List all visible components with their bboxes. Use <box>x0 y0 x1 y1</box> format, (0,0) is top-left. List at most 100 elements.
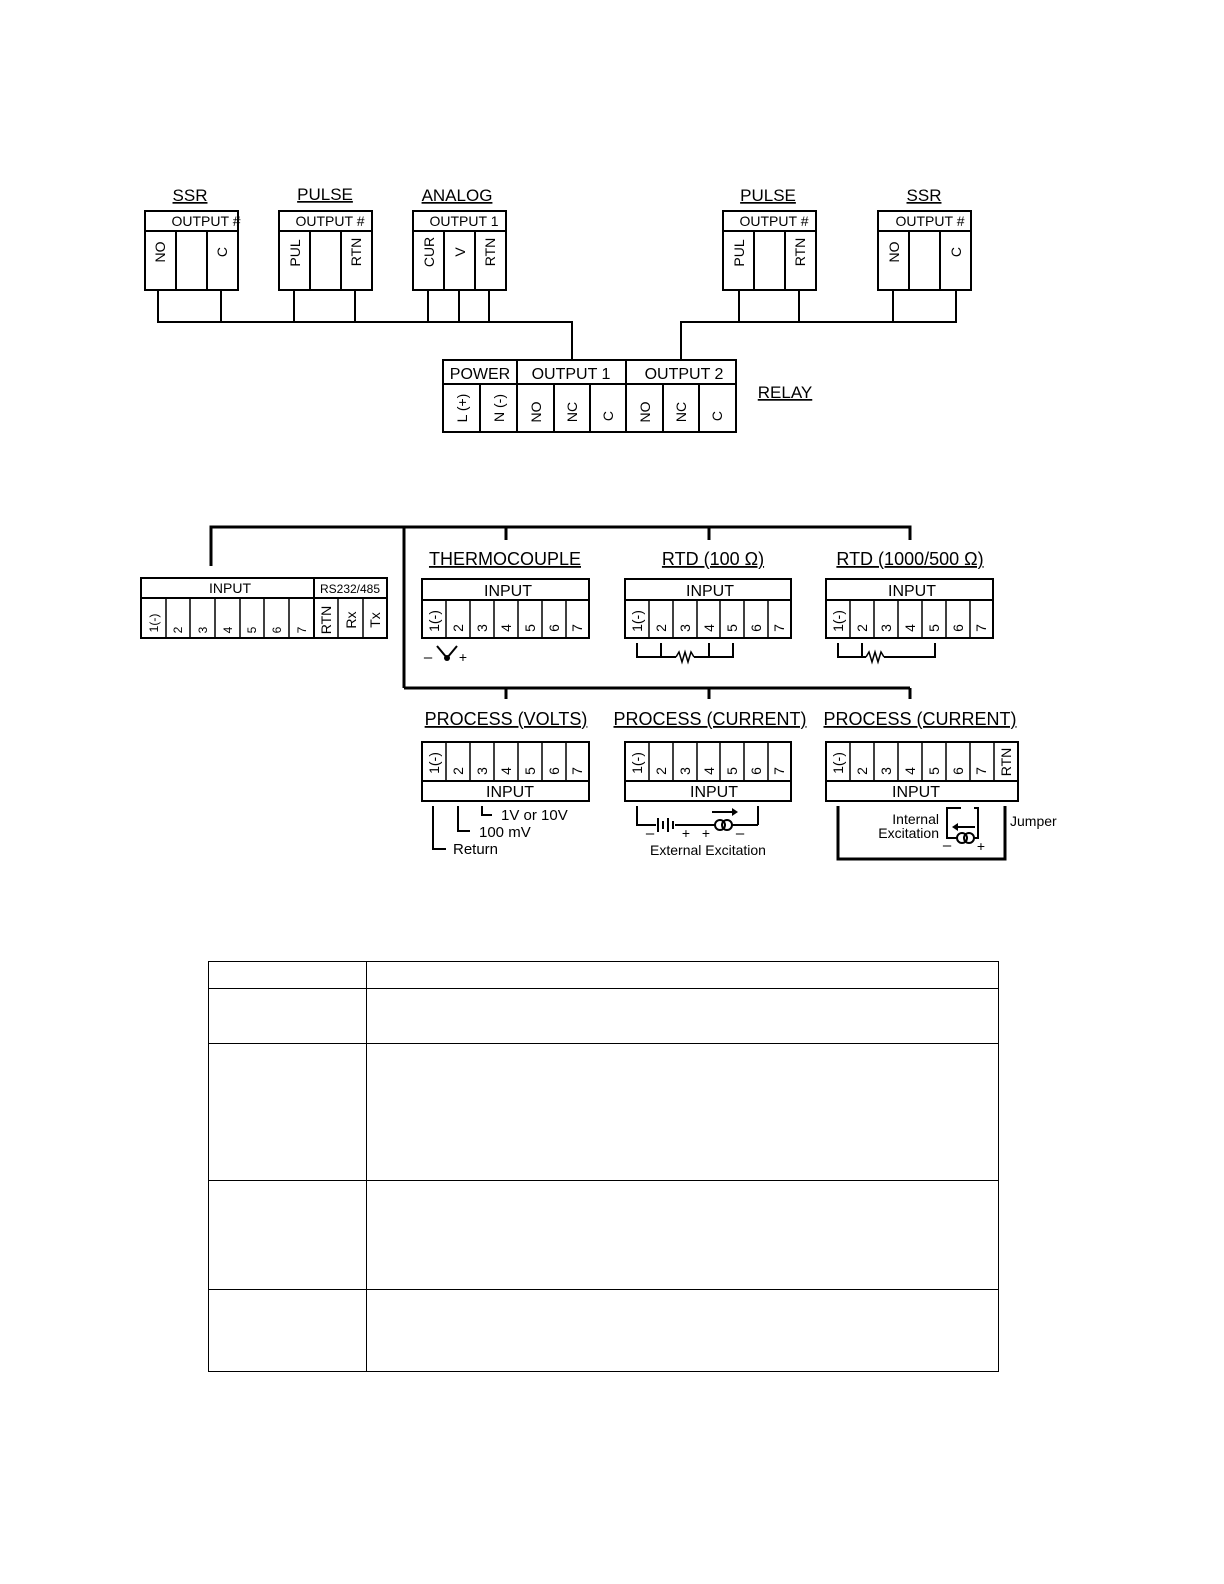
terminal-label: 6 <box>748 767 764 775</box>
terminal-label: NO <box>152 241 168 262</box>
pulse-box-label: OUTPUT # <box>740 213 809 229</box>
terminal-label: 1(-) <box>426 610 442 632</box>
table-cell <box>208 1043 367 1181</box>
rtd-resistor-icon <box>636 643 734 665</box>
pulse-box-label: OUTPUT # <box>296 213 365 229</box>
terminal-label: PUL <box>731 239 747 266</box>
terminal-label: NO <box>637 401 653 422</box>
output1-label: OUTPUT 1 <box>532 366 611 383</box>
ssr-output-right: SSR OUTPUT # NO C <box>877 186 972 291</box>
table-row <box>208 1289 999 1372</box>
input-label: INPUT <box>209 580 251 596</box>
terminal-label: L (+) <box>454 394 470 423</box>
process-volts-heading: PROCESS (VOLTS) <box>425 709 588 729</box>
excitation-label: Excitation <box>878 825 939 841</box>
table-row <box>208 1043 999 1181</box>
thermocouple-heading: THERMOCOUPLE <box>429 549 581 569</box>
plus-sign: + <box>702 825 710 841</box>
terminal-label: 4 <box>221 626 235 633</box>
terminal-label: RTN <box>482 238 498 267</box>
note-100mv: 100 mV <box>479 824 531 841</box>
terminal-label: C <box>948 247 964 257</box>
rtd1000-heading: RTD (1000/500 Ω) <box>836 549 983 569</box>
terminal-label: RTN <box>792 238 808 267</box>
terminal-label: 7 <box>973 624 989 632</box>
terminal-label: 2 <box>653 767 669 775</box>
rtd-100-block: RTD (100 Ω) INPUT 1(-) 2 3 4 5 6 7 <box>624 549 792 665</box>
terminal-label: 3 <box>196 626 210 633</box>
output-wires <box>157 290 957 360</box>
terminal-label: RTN <box>318 606 334 635</box>
input-label: INPUT <box>486 784 534 801</box>
terminal-label: 5 <box>724 767 740 775</box>
pulse-output-right: PULSE OUTPUT # PUL RTN <box>722 186 817 291</box>
terminal-label: 4 <box>498 624 514 632</box>
terminal-label: 5 <box>724 624 740 632</box>
table-cell <box>208 961 367 989</box>
terminal-label: 2 <box>653 624 669 632</box>
terminal-label: V <box>452 247 468 257</box>
input-label: INPUT <box>892 784 940 801</box>
table-cell <box>208 1180 367 1290</box>
table-row <box>208 988 999 1044</box>
table-cell <box>366 1043 999 1181</box>
terminal-label: C <box>214 247 230 257</box>
terminal-label: 4 <box>498 767 514 775</box>
terminal-label: PUL <box>287 239 303 266</box>
terminal-label: 6 <box>546 767 562 775</box>
plus-sign: + <box>977 838 985 854</box>
terminal-label: 5 <box>522 767 538 775</box>
process-current-heading: PROCESS (CURRENT) <box>613 709 806 729</box>
terminal-label: 2 <box>854 767 870 775</box>
terminal-label: NC <box>673 402 689 422</box>
terminal-label: C <box>709 411 725 421</box>
process-volts-block: PROCESS (VOLTS) INPUT 1(-) 2 3 4 5 6 7 1… <box>421 709 590 858</box>
terminal-label: 6 <box>546 624 562 632</box>
process-current-external-block: PROCESS (CURRENT) INPUT 1(-) 2 3 4 5 6 7 <box>613 709 806 858</box>
external-excitation-circuit-icon <box>636 806 759 832</box>
terminal-label: C <box>600 411 616 421</box>
terminal-label: 7 <box>295 626 309 633</box>
terminal-label: 6 <box>748 624 764 632</box>
analog-box-label: OUTPUT 1 <box>430 213 499 229</box>
terminal-label: 7 <box>771 767 787 775</box>
ssr-output-left: SSR OUTPUT # NO C <box>144 186 241 291</box>
minus-sign: – <box>424 649 433 666</box>
pulse-heading: PULSE <box>297 185 353 204</box>
rtd100-heading: RTD (100 Ω) <box>662 549 764 569</box>
ssr-heading: SSR <box>173 186 208 205</box>
process-current-internal-block: PROCESS (CURRENT) INPUT 1(-) 2 3 4 5 6 7… <box>823 709 1057 861</box>
note-return: Return <box>453 841 498 858</box>
terminal-label: 6 <box>270 626 284 633</box>
terminal-label: 3 <box>474 767 490 775</box>
terminal-label: 4 <box>902 767 918 775</box>
table-cell <box>366 961 999 989</box>
output2-label: OUTPUT 2 <box>645 366 724 383</box>
rtd-1000-block: RTD (1000/500 Ω) INPUT 1(-) 2 3 4 5 6 7 <box>825 549 994 665</box>
input-label: INPUT <box>888 583 936 600</box>
relay-label: RELAY <box>758 383 813 402</box>
terminal-label: NC <box>564 402 580 422</box>
terminal-label: CUR <box>421 237 437 267</box>
minus-sign: – <box>943 837 952 854</box>
terminal-label: 5 <box>926 624 942 632</box>
terminal-label: 7 <box>771 624 787 632</box>
terminal-label: 1(-) <box>629 610 645 632</box>
terminal-label: 1(-) <box>629 752 645 774</box>
terminal-label: N (-) <box>491 394 507 422</box>
terminal-label: 2 <box>450 767 466 775</box>
ssr-heading: SSR <box>907 186 942 205</box>
terminal-label: 2 <box>854 624 870 632</box>
input-label: INPUT <box>484 583 532 600</box>
terminal-label: 1(-) <box>830 610 846 632</box>
rtd-resistor-icon <box>837 643 936 665</box>
minus-sign: – <box>736 825 745 842</box>
table-cell <box>208 1289 367 1372</box>
terminal-label: 3 <box>677 624 693 632</box>
plus-sign: + <box>682 825 690 841</box>
thermocouple-symbol-icon <box>436 645 458 661</box>
table-cell <box>366 1180 999 1290</box>
table-row <box>208 961 999 989</box>
terminal-label: 6 <box>950 767 966 775</box>
table-cell <box>366 988 999 1044</box>
